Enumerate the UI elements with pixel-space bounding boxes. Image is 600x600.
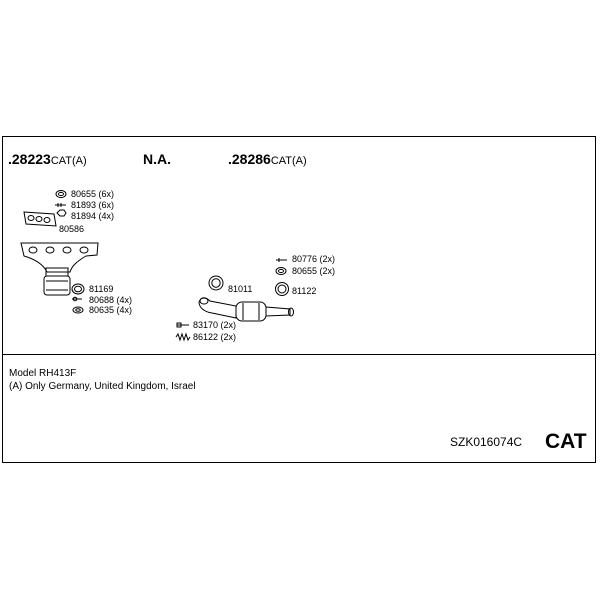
flange-nut-icon [72,306,84,314]
bolt-icon [176,322,189,328]
stud-icon [72,296,82,302]
exhaust-manifold-catalyst-icon [20,242,99,296]
part-label: 83170 (2x) [193,320,237,330]
part-label: 80776 (2x) [292,254,336,264]
reference-suffix: CAT(A) [50,155,87,167]
part-label: 81122 [292,286,317,296]
part-label: 80688 (4x) [89,295,133,305]
reference-number: .28223 [8,151,51,167]
part-label: 80635 (4x) [89,305,133,315]
reference-na: N.A. [143,151,171,167]
reference-28286: .28286CAT(A) [228,152,307,167]
part-label: 81011 [228,284,253,294]
sealing-ring-icon [208,275,224,291]
stud-bolt-icon [55,203,66,207]
bolt-icon [276,258,287,262]
diagram-divider [2,354,596,355]
part-label: 80655 (2x) [292,266,336,276]
reference-number: .28286 [228,151,271,167]
spring-icon [175,332,191,342]
part-label: 80655 (6x) [71,189,115,199]
part-label: 80586 [59,224,85,234]
part-label: 81893 (6x) [71,200,115,210]
nut-icon [56,209,67,217]
reference-suffix: CAT(A) [270,155,307,167]
diagram-frame [2,136,596,463]
gasket-ring-icon [55,190,67,198]
sealing-ring-icon [71,283,85,295]
part-label: 81894 (4x) [71,211,115,221]
availability-note: (A) Only Germany, United Kingdom, Israel [9,381,196,392]
brand-logo-text: CAT [545,430,587,453]
front-pipe-catalyst-icon [198,297,294,322]
sealing-ring-icon [275,282,289,296]
part-label: 86122 (2x) [193,332,237,342]
manifold-gasket-icon [23,211,57,227]
reference-28223: .28223CAT(A) [8,152,87,167]
gasket-ring-icon [275,267,287,275]
part-label: 81169 [89,284,114,294]
model-text: Model RH413F [9,368,77,379]
kit-code: SZK016074C [450,435,523,449]
